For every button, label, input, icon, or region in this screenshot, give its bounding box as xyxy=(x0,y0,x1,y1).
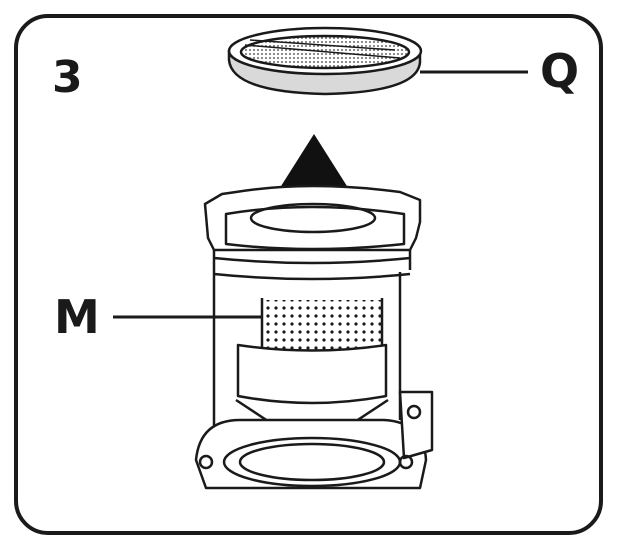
filter-disc xyxy=(227,26,423,96)
step-number: 3 xyxy=(52,52,83,103)
filter-label: Q xyxy=(540,44,580,98)
canister-label: M xyxy=(54,290,100,344)
dust-canister xyxy=(194,184,434,490)
